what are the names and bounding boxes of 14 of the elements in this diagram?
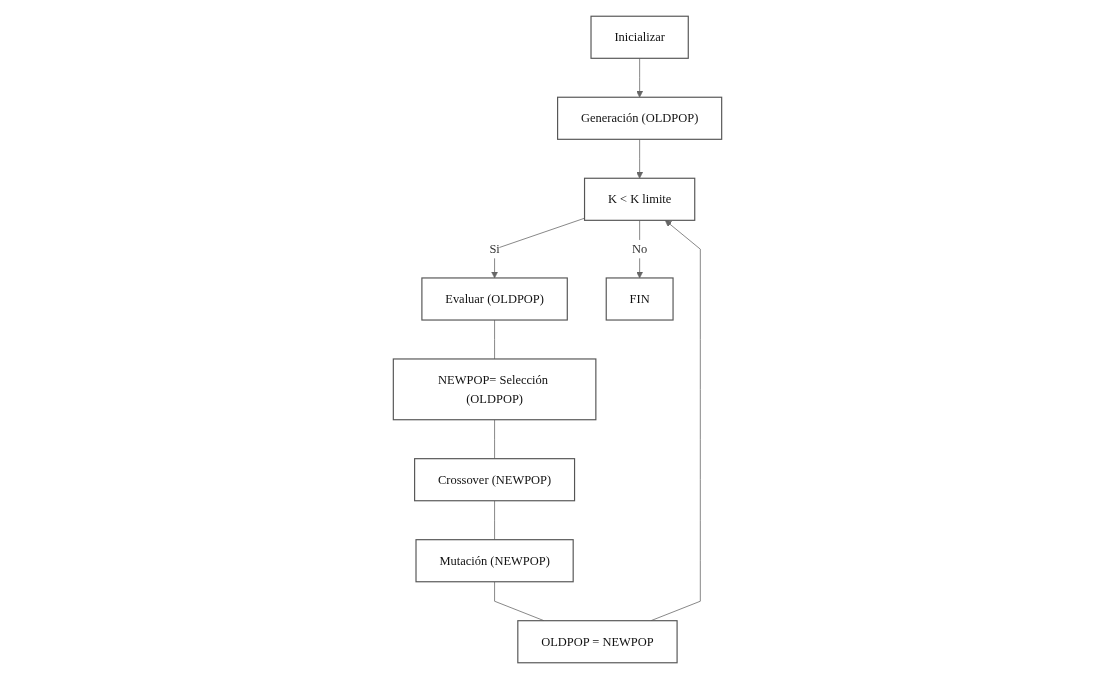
connector <box>494 319 495 360</box>
node-box: Mutación (NEWPOP) <box>415 539 574 583</box>
node-box: NEWPOP= Selección (OLDPOP) <box>392 358 597 421</box>
node-box: FIN <box>605 277 674 321</box>
node-box: K < K limite <box>583 177 696 221</box>
node-box: OLDPOP = NEWPOP <box>517 620 678 664</box>
connector <box>494 500 495 541</box>
node-box: Inicializar <box>590 15 689 59</box>
edge-label: No <box>632 242 648 256</box>
connector <box>494 419 495 460</box>
node-box: Evaluar (OLDPOP) <box>421 277 568 321</box>
node-box: Crossover (NEWPOP) <box>414 458 576 502</box>
node-box: Generación (OLDPOP) <box>557 96 723 140</box>
edge-label: Si <box>489 242 500 256</box>
